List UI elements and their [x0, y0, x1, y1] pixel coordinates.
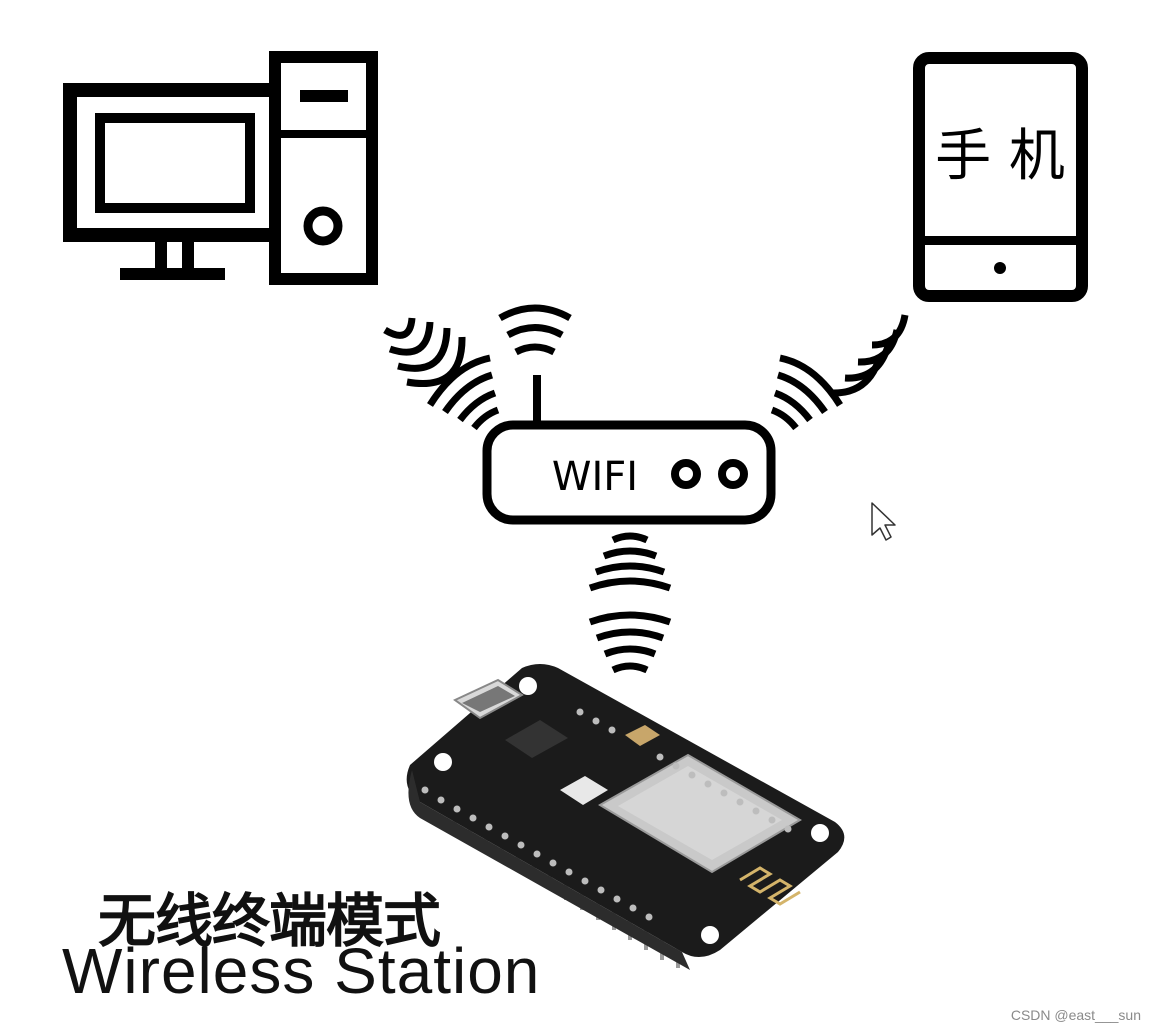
signal-arc — [773, 389, 813, 423]
desktop-computer-icon — [63, 51, 378, 285]
signal-arc — [779, 354, 843, 407]
signal-arc — [594, 562, 666, 576]
signal-arc — [471, 406, 500, 431]
signal-arc — [427, 354, 491, 407]
signal-arc — [406, 336, 466, 387]
router-led — [718, 459, 748, 489]
signal-arc — [611, 532, 649, 544]
signal-arc — [383, 317, 416, 339]
signal-arc — [776, 371, 828, 415]
signal-arc — [498, 304, 572, 322]
signal-arc — [603, 645, 657, 658]
signal-arc — [831, 360, 882, 397]
signal-arc — [588, 611, 672, 626]
signal-arc — [588, 577, 672, 592]
signal-arc — [595, 628, 665, 642]
signal-arc — [514, 343, 556, 356]
phone-label: 手 机 — [935, 124, 1065, 189]
signal-arc — [397, 327, 451, 372]
signal-arc — [871, 314, 909, 349]
signal-arc — [611, 662, 649, 674]
cursor-arrow-icon — [871, 502, 896, 541]
caption-chinese: 无线终端模式 — [98, 887, 441, 955]
signal-arc — [602, 547, 658, 560]
wifi-signal-icon — [383, 304, 909, 674]
signal-arc — [442, 371, 494, 415]
watermark: CSDN @east___sun — [1010, 1007, 1141, 1023]
signal-arc — [770, 406, 799, 431]
signal-arc — [506, 324, 564, 339]
mobile-phone-icon: 手 机 — [913, 52, 1088, 302]
esp8266-board — [406, 664, 845, 970]
router-label: WIFI — [552, 454, 638, 500]
signal-arc — [388, 321, 434, 356]
router-led — [671, 459, 701, 489]
signal-arc — [457, 389, 497, 423]
wifi-router-icon: WIFI — [482, 375, 776, 525]
caption-english: Wireless Station — [62, 935, 541, 1007]
